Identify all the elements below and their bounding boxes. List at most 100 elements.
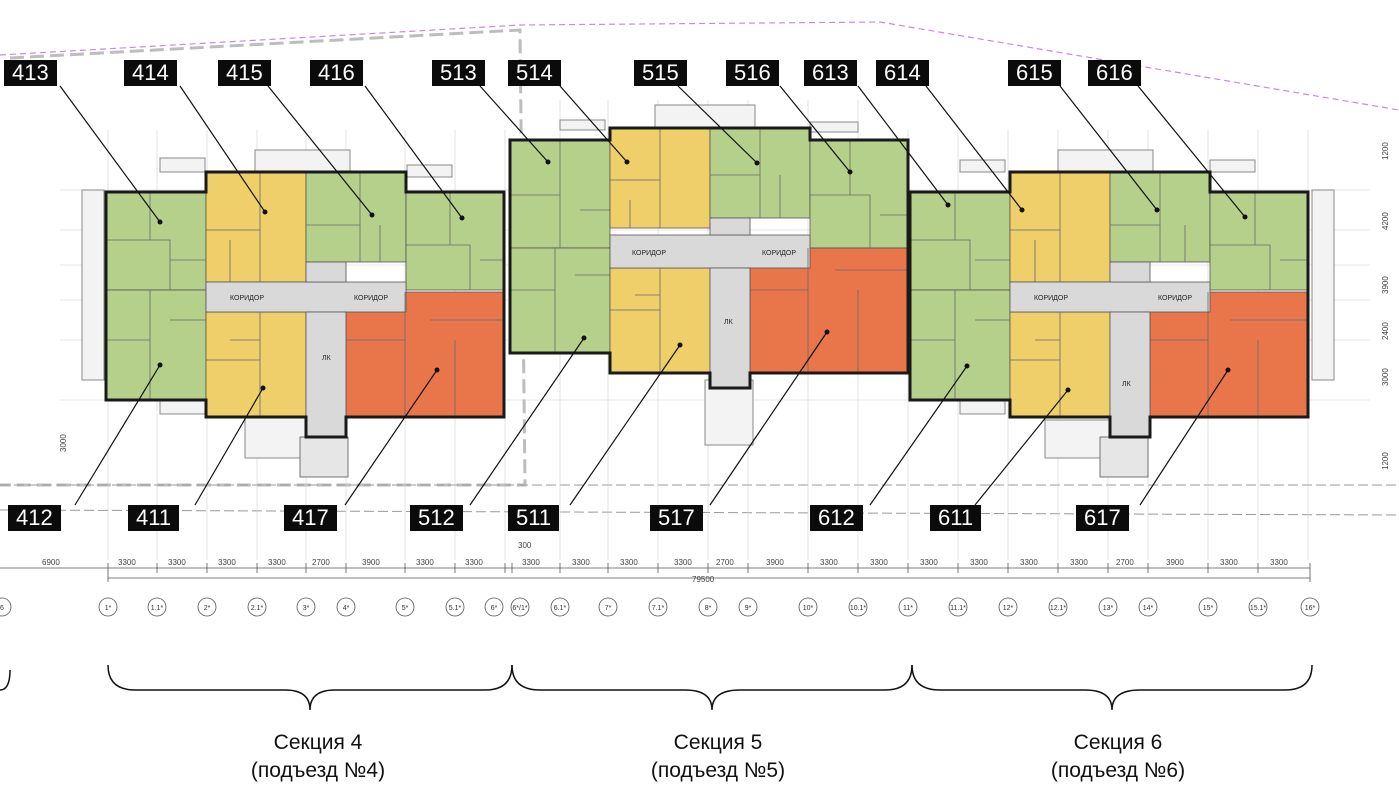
svg-text:3900: 3900 <box>1381 276 1390 294</box>
apt-tag-412[interactable]: 412 <box>8 505 61 531</box>
apt-tag-516[interactable]: 516 <box>726 60 779 86</box>
svg-text:3300: 3300 <box>268 558 286 567</box>
axis-label: 16* <box>1305 605 1316 612</box>
axis-label: 11.1* <box>950 605 966 612</box>
svg-text:3300: 3300 <box>920 558 938 567</box>
axis-label: 10* <box>803 605 814 612</box>
svg-text:2700: 2700 <box>1116 558 1134 567</box>
svg-text:3300: 3300 <box>674 558 692 567</box>
axis-label: 3* <box>303 605 310 612</box>
apt-tag-512[interactable]: 512 <box>410 505 463 531</box>
axis-bubble <box>798 597 818 617</box>
apt-tag-413[interactable]: 413 <box>4 60 57 86</box>
axis-label: 5* <box>402 605 409 612</box>
svg-text:3900: 3900 <box>766 558 784 567</box>
svg-text:3300: 3300 <box>522 558 540 567</box>
corridor-label: КОРИДОР <box>1034 295 1068 302</box>
apt-tag-514[interactable]: 514 <box>508 60 561 86</box>
axis-bubble <box>598 597 618 617</box>
apt-617-fill <box>1149 291 1309 418</box>
apt-tag-517[interactable]: 517 <box>650 505 703 531</box>
svg-text:3300: 3300 <box>1020 558 1038 567</box>
apt-tag-616[interactable]: 616 <box>1088 60 1141 86</box>
apt-tag-415[interactable]: 415 <box>218 60 271 86</box>
axis-bubble <box>698 597 718 617</box>
svg-text:3300: 3300 <box>820 558 838 567</box>
apt-tag-615[interactable]: 615 <box>1008 60 1061 86</box>
axis-bubble <box>898 597 918 617</box>
axis-bubble <box>0 597 12 617</box>
apt-416-fill <box>405 191 505 291</box>
axis-label: 2.1* <box>251 605 264 612</box>
svg-text:3900: 3900 <box>1166 558 1184 567</box>
svg-text:79500: 79500 <box>692 575 715 584</box>
axis-bubble <box>510 597 530 617</box>
svg-text:3300: 3300 <box>1270 558 1288 567</box>
apt-tag-411[interactable]: 411 <box>128 505 180 531</box>
section-6-title: Секция 6 <box>1073 731 1163 754</box>
corridor-label: КОРИДОР <box>354 295 388 302</box>
axis-label: 15* <box>1203 605 1214 612</box>
apt-612-fill <box>909 289 1011 401</box>
apt-tag-617[interactable]: 617 <box>1076 505 1129 531</box>
axis-bubble <box>445 597 465 617</box>
axis-label: 12.1* <box>1050 605 1067 612</box>
corridor-label: КОРИДОР <box>762 250 796 257</box>
svg-text:3900: 3900 <box>362 558 380 567</box>
svg-text:3300: 3300 <box>970 558 988 567</box>
apt-tag-511[interactable]: 511 <box>508 505 560 531</box>
axis-bubble <box>948 597 968 617</box>
apt-tag-614[interactable]: 614 <box>876 60 929 86</box>
svg-text:3300: 3300 <box>620 558 638 567</box>
apt-414-fill <box>205 171 307 283</box>
axis-label: 5.1* <box>449 605 462 612</box>
apt-tag-513[interactable]: 513 <box>432 60 485 86</box>
apt-tag-416[interactable]: 416 <box>310 60 363 86</box>
svg-text:3300: 3300 <box>118 558 136 567</box>
svg-text:1200: 1200 <box>1381 142 1390 160</box>
apt-tag-414[interactable]: 414 <box>124 60 177 86</box>
axis-bubble <box>1198 597 1218 617</box>
apt-412-fill <box>105 289 207 401</box>
section-4-title: Секция 4 <box>273 731 363 754</box>
axis-bubble <box>1098 597 1118 617</box>
axis-label: 6*/1* <box>512 605 527 612</box>
apt-tag-515[interactable]: 515 <box>634 60 687 86</box>
apt-413-fill <box>105 191 207 291</box>
axis-label: 10.1* <box>850 605 867 612</box>
svg-text:300: 300 <box>518 541 532 550</box>
stair-label: ЛК <box>724 319 734 326</box>
stair-label: ЛК <box>1122 381 1132 388</box>
axis-label: 13* <box>1103 605 1114 612</box>
section-4-subtitle: (подъезд №4) <box>250 759 386 782</box>
axis-label: 8* <box>705 605 712 612</box>
svg-text:3300: 3300 <box>572 558 590 567</box>
apt-411-fill <box>205 311 307 418</box>
axis-label: 7.1* <box>652 605 665 612</box>
svg-text:3300: 3300 <box>218 558 236 567</box>
axis-bubble <box>484 597 504 617</box>
axis-bubble <box>247 597 267 617</box>
svg-text:3300: 3300 <box>870 558 888 567</box>
axis-bubble <box>1138 597 1158 617</box>
axis-label: 1.1* <box>151 605 164 612</box>
apt-tag-417[interactable]: 417 <box>284 505 337 531</box>
axis-label: 6 <box>0 605 4 612</box>
apt-tag-612[interactable]: 612 <box>810 505 863 531</box>
svg-text:1200: 1200 <box>1381 452 1390 470</box>
axis-bubble <box>1248 597 1268 617</box>
svg-text:3300: 3300 <box>465 558 483 567</box>
apt-tag-613[interactable]: 613 <box>804 60 857 86</box>
axis-label: 6.1* <box>554 605 567 612</box>
corridor-label: КОРИДОР <box>230 295 264 302</box>
axis-label: 14* <box>1143 605 1154 612</box>
apt-417-fill <box>345 291 505 418</box>
corridor-label: КОРИДОР <box>1158 295 1192 302</box>
apt-tag-611[interactable]: 611 <box>930 505 982 531</box>
corridor-label: КОРИДОР <box>632 250 666 257</box>
axis-label: 6* <box>491 605 498 612</box>
svg-text:3300: 3300 <box>1220 558 1238 567</box>
axis-bubble <box>738 597 758 617</box>
axis-bubble <box>848 597 868 617</box>
